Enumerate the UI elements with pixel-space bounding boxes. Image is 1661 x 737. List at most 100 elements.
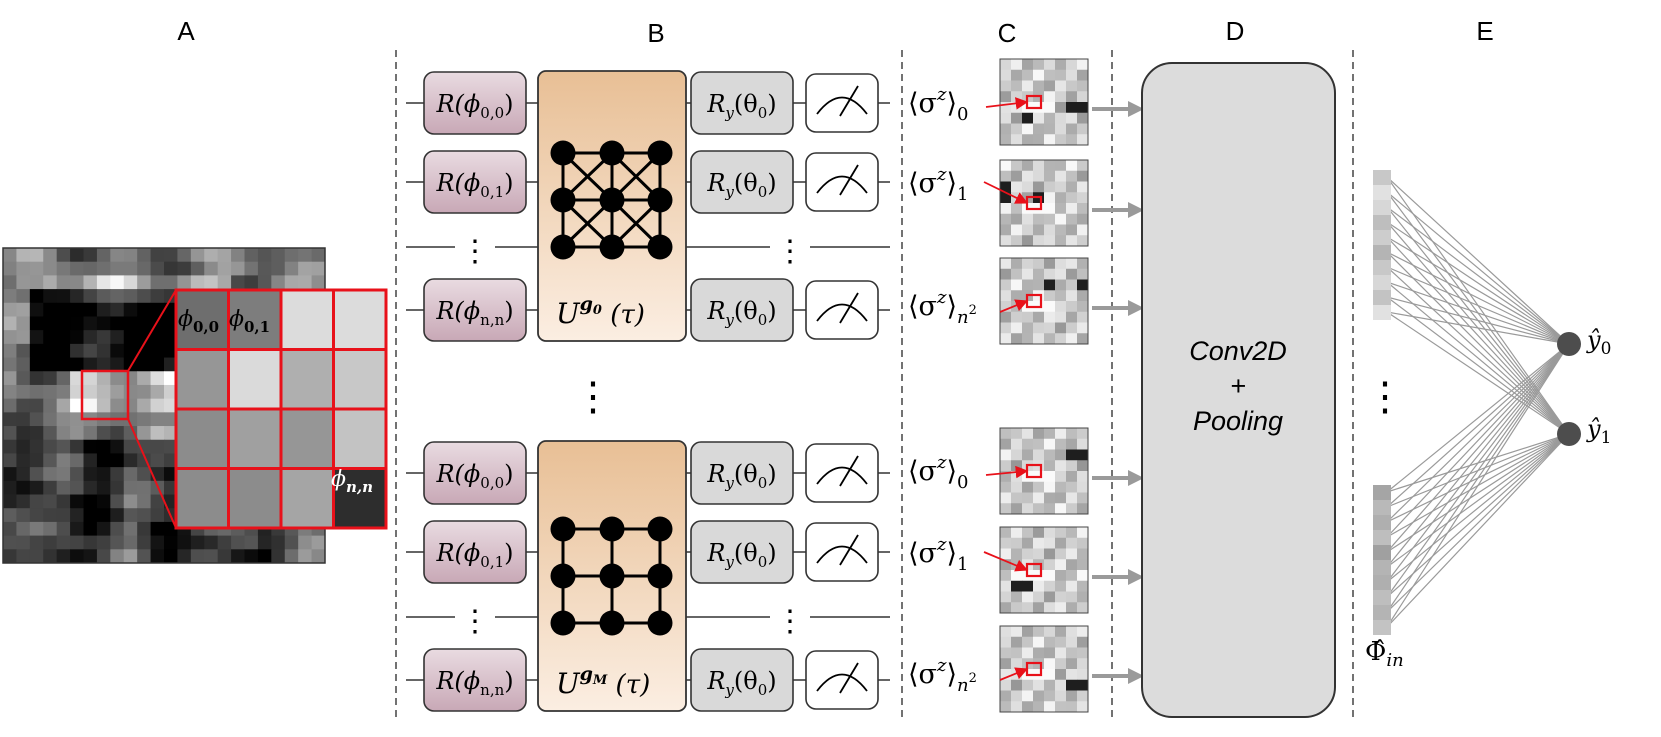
encoding-ellipsis: ⋮	[460, 234, 490, 269]
measurement-gate	[805, 73, 879, 133]
feature-map-pixel	[1055, 91, 1067, 103]
feature-map-pixel	[1055, 333, 1067, 345]
image-pixel	[271, 535, 286, 550]
patch-cell-nn-label: ϕn,n	[331, 467, 373, 496]
output-node-y1	[1557, 422, 1581, 446]
feature-map-pixel	[1033, 268, 1045, 280]
image-pixel	[3, 330, 17, 345]
image-pixel	[70, 275, 84, 290]
feature-map-pixel	[1077, 192, 1089, 204]
feature-vector-cell	[1373, 200, 1391, 215]
image-pixel	[70, 467, 84, 482]
feature-map-pixel	[1055, 181, 1067, 193]
image-pixel	[137, 248, 151, 263]
feature-map-pixel	[1066, 636, 1078, 648]
image-pixel	[164, 467, 178, 482]
feature-map-pixel	[1044, 213, 1056, 225]
dense-edge	[1386, 433, 1570, 568]
image-pixel	[70, 398, 84, 413]
feature-map-pixel	[1055, 438, 1067, 450]
feature-map-pixel	[1044, 258, 1056, 270]
image-pixel	[43, 248, 58, 263]
feature-map-pixel	[1055, 669, 1067, 681]
output-node-y0	[1557, 332, 1581, 356]
image-pixel	[96, 357, 111, 372]
image-pixel	[83, 398, 98, 413]
meter-arc-icon	[816, 545, 868, 564]
image-pixel	[70, 535, 84, 550]
image-pixel	[3, 275, 17, 290]
feature-map-pixel	[1033, 333, 1045, 345]
image-pixel	[298, 261, 312, 276]
feature-map-pixel	[1044, 602, 1056, 614]
feature-map-pixel	[1022, 449, 1034, 461]
feature-vector-cell	[1373, 620, 1391, 635]
image-pixel	[150, 439, 165, 454]
feature-map-pixel	[1044, 669, 1056, 681]
feature-map-pixel	[1022, 548, 1034, 560]
feature-map-pixel	[1033, 213, 1045, 225]
feature-map-pixel	[1077, 559, 1089, 571]
image-pixel	[96, 330, 111, 345]
feature-map-pixel	[1077, 602, 1089, 614]
image-pixel	[70, 371, 84, 386]
feature-map-pixel	[1022, 258, 1034, 270]
image-pixel	[311, 248, 326, 263]
image-pixel	[83, 480, 98, 495]
feature-map-pixel	[1055, 258, 1067, 270]
patch-cell	[332, 407, 388, 470]
image-pixel	[137, 330, 151, 345]
feature-map-pixel	[1077, 492, 1089, 504]
panel-label-a: A	[177, 16, 195, 46]
patch-cell	[279, 467, 335, 530]
image-pixel	[83, 261, 98, 276]
image-pixel	[3, 467, 17, 482]
feature-map-pixel	[1033, 481, 1045, 493]
feature-map-pixel	[1000, 235, 1012, 247]
pixel-arrow	[985, 465, 1029, 479]
feature-map-pixel	[1055, 203, 1067, 215]
image-pixel	[137, 467, 151, 482]
rotation-gate-label: Ry(θ0)	[706, 667, 776, 699]
feature-map-pixel	[1077, 91, 1089, 103]
feature-map-pixel	[1066, 438, 1078, 450]
image-pixel	[70, 261, 84, 276]
feature-map-pixel	[1022, 438, 1034, 450]
feature-map-pixel	[1000, 322, 1012, 334]
feature-map-pixel	[1022, 503, 1034, 515]
feature-vector-cell	[1373, 545, 1391, 560]
encoding-gate-label: R(ϕn,n)	[435, 297, 513, 329]
feature-map-pixel	[1066, 258, 1078, 270]
feature-map-border	[999, 159, 1089, 247]
meter-needle-icon	[839, 164, 859, 196]
image-pixel	[257, 275, 272, 290]
dense-edge	[1386, 281, 1570, 435]
feature-map-pixel	[1011, 311, 1023, 323]
image-pixel	[110, 248, 125, 263]
feature-map-pixel	[1077, 235, 1089, 247]
conv-block: Conv2D + Pooling	[1141, 62, 1336, 718]
image-pixel	[70, 384, 84, 400]
feature-map-pixel	[1000, 647, 1012, 659]
image-pixel	[70, 248, 84, 263]
feature-map-pixel	[1022, 626, 1034, 638]
image-pixel	[56, 261, 71, 276]
image-pixel	[244, 248, 259, 263]
feature-map-pixel	[1077, 203, 1089, 215]
image-pixel	[123, 439, 138, 454]
encoding-gate	[423, 71, 527, 135]
feature-map-pixel	[1066, 602, 1078, 614]
feature-map	[999, 159, 1089, 247]
image-pixel	[43, 343, 58, 358]
image-pixel	[164, 453, 178, 468]
feature-map-pixel	[1066, 322, 1078, 334]
dense-edge	[1386, 343, 1570, 583]
image-pixel	[56, 289, 71, 304]
feature-map-pixel	[1077, 626, 1089, 638]
image-pixel	[16, 439, 31, 454]
feature-map-pixel	[1044, 322, 1056, 334]
panel-label-b: B	[647, 18, 664, 48]
patch-cell	[227, 467, 283, 530]
image-pixel	[137, 480, 151, 495]
feature-map-pixel	[1011, 438, 1023, 450]
